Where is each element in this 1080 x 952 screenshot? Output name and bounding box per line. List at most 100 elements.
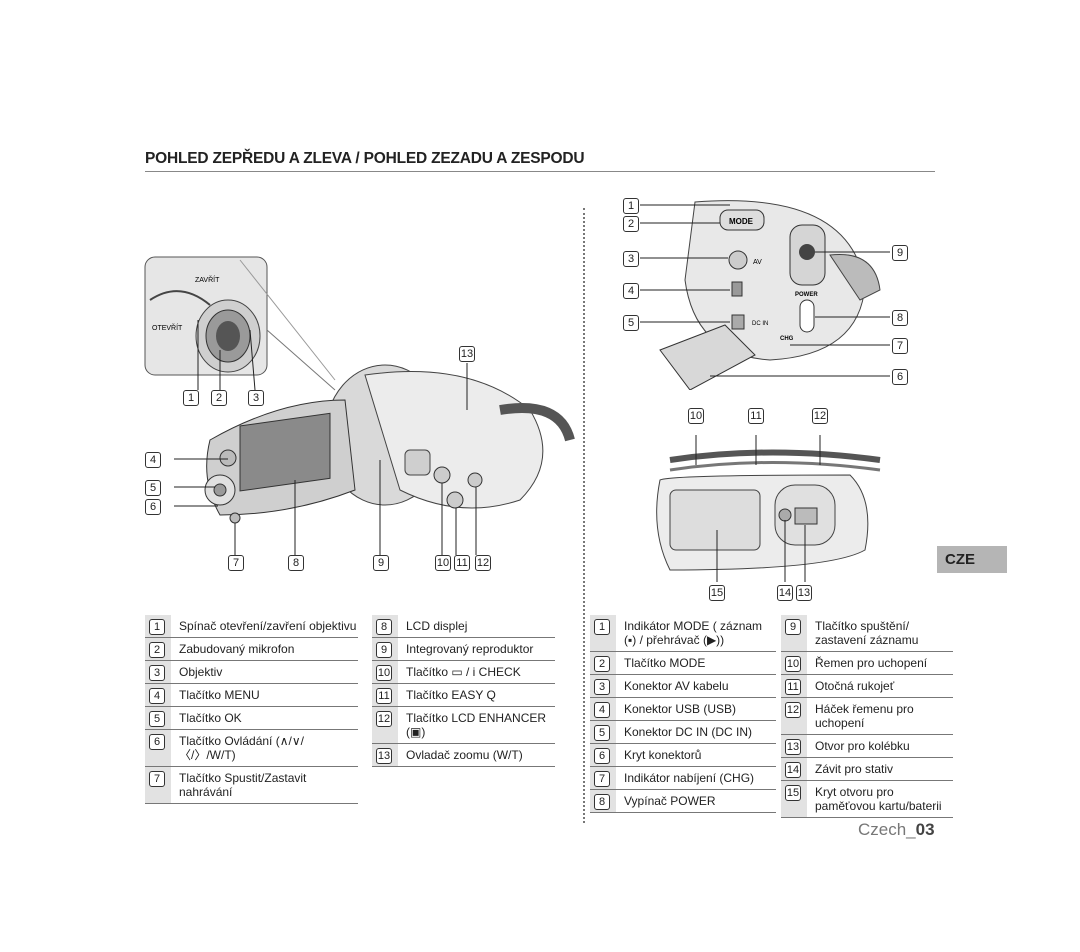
- legend-row: 8 LCD displej: [372, 615, 555, 638]
- legend-text: Tlačítko LCD ENHANCER (▣): [406, 711, 547, 739]
- legend-number: 1: [594, 619, 610, 635]
- legend-row: 5 Tlačítko OK: [145, 707, 358, 730]
- callout-r5: 5: [623, 315, 639, 331]
- legend-text: Ovladač zoomu (W/T): [406, 748, 523, 762]
- legend-text: Tlačítko Ovládání (∧/∨/〈/〉/W/T): [179, 734, 304, 762]
- camcorder-front-left-illustration: ZAVŘÍT OTEVŘÍT: [144, 256, 575, 555]
- legend-text: Indikátor nabíjení (CHG): [624, 771, 755, 785]
- mode-label: MODE: [729, 217, 754, 226]
- callout-4: 4: [145, 452, 161, 468]
- av-label: AV: [753, 259, 762, 266]
- legend-text: Indikátor MODE ( záznam (▪) / přehrávač …: [624, 619, 763, 647]
- legend-row: 4 Konektor USB (USB): [590, 698, 776, 721]
- callout-10: 10: [435, 555, 451, 571]
- inset-label-open: OTEVŘÍT: [152, 323, 183, 332]
- legend-table-right-b: 9 Tlačítko spuštění/ zastavení záznamu 10 Ř…: [781, 615, 953, 818]
- legend-row: 9 Integrovaný reproduktor: [372, 638, 555, 661]
- legend-row: 1 Indikátor MODE ( záznam (▪) / přehrávač…: [590, 615, 776, 652]
- legend-row: 9 Tlačítko spuštění/ zastavení záznamu: [781, 615, 953, 652]
- legend-text: Tlačítko OK: [179, 711, 242, 725]
- legend-number: 11: [785, 679, 801, 695]
- legend-text: Integrovaný reproduktor: [406, 642, 534, 656]
- callout-6: 6: [145, 499, 161, 515]
- callout-b10: 10: [688, 408, 704, 424]
- legend-row: 10 Řemen pro uchopení: [781, 652, 953, 675]
- callout-9: 9: [373, 555, 389, 571]
- footer-page-number: 03: [915, 820, 935, 839]
- legend-number: 4: [594, 702, 610, 718]
- legend-text: Tlačítko spuštění/ zastavení záznamu: [815, 619, 919, 647]
- page-title: POHLED ZEPŘEDU A ZLEVA / POHLED ZEZADU A…: [145, 150, 585, 167]
- callout-r3: 3: [623, 251, 639, 267]
- legend-row: 5 Konektor DC IN (DC IN): [590, 721, 776, 744]
- legend-text: Háček řemenu pro uchopení: [815, 702, 914, 730]
- legend-text: Tlačítko Spustit/Zastavit nahrávání: [179, 771, 307, 799]
- legend-number: 14: [785, 762, 801, 778]
- legend-number: 4: [149, 688, 165, 704]
- legend-text: Konektor USB (USB): [624, 702, 737, 716]
- legend-number: 2: [149, 642, 165, 658]
- callout-2: 2: [211, 390, 227, 406]
- legend-number: 2: [594, 656, 610, 672]
- legend-number: 3: [594, 679, 610, 695]
- legend-number: 12: [785, 702, 801, 718]
- callout-1: 1: [183, 390, 199, 406]
- callout-11: 11: [454, 555, 470, 571]
- legend-table-right-a: 1 Indikátor MODE ( záznam (▪) / přehrávač…: [590, 615, 776, 813]
- inset-label-close: ZAVŘÍT: [195, 275, 220, 284]
- legend-row: 1 Spínač otevření/zavření objektivu: [145, 615, 358, 638]
- legend-text: Kryt otvoru pro paměťovou kartu/baterii: [815, 785, 942, 813]
- legend-row: 2 Zabudovaný mikrofon: [145, 638, 358, 661]
- callout-8: 8: [288, 555, 304, 571]
- legend-number: 1: [149, 619, 165, 635]
- callout-b11: 11: [748, 408, 764, 424]
- legend-text: Otvor pro kolébku: [815, 739, 910, 753]
- callout-r1: 1: [623, 198, 639, 214]
- legend-text: Tlačítko MODE: [624, 656, 706, 670]
- callout-b15: 15: [709, 585, 725, 601]
- legend-text: Tlačítko EASY Q: [406, 688, 496, 702]
- chg-label: CHG: [780, 336, 794, 342]
- legend-number: 13: [376, 748, 392, 764]
- legend-number: 10: [376, 665, 392, 681]
- legend-number: 10: [785, 656, 801, 672]
- callout-3: 3: [248, 390, 264, 406]
- legend-number: 5: [594, 725, 610, 741]
- column-separator: [583, 208, 585, 823]
- legend-number: 9: [376, 642, 392, 658]
- legend-text: Tlačítko MENU: [179, 688, 260, 702]
- legend-number: 5: [149, 711, 165, 727]
- legend-number: 7: [594, 771, 610, 787]
- legend-text: Vypínač POWER: [624, 794, 716, 808]
- legend-row: 4 Tlačítko MENU: [145, 684, 358, 707]
- camcorder-bottom-illustration: [656, 435, 881, 582]
- callout-12: 12: [475, 555, 491, 571]
- dcin-label: DC IN: [752, 321, 768, 327]
- legend-number: 3: [149, 665, 165, 681]
- callout-r8: 8: [892, 310, 908, 326]
- legend-text: Zabudovaný mikrofon: [179, 642, 295, 656]
- footer-language: Czech_: [858, 820, 916, 839]
- legend-text: Závit pro stativ: [815, 762, 894, 776]
- legend-text: Spínač otevření/zavření objektivu: [179, 619, 357, 633]
- page-footer: Czech_03: [858, 820, 935, 840]
- callout-13: 13: [459, 346, 475, 362]
- legend-text: Řemen pro uchopení: [815, 656, 928, 670]
- camcorder-rear-illustration: MODE AV DC IN POWER CHG: [640, 200, 890, 390]
- legend-number: 7: [149, 771, 165, 787]
- legend-row: 14 Závit pro stativ: [781, 758, 953, 781]
- legend-text: Tlačítko ▭ / i CHECK: [406, 665, 521, 679]
- legend-text: Konektor DC IN (DC IN): [624, 725, 753, 739]
- legend-number: 9: [785, 619, 801, 635]
- legend-text: LCD displej: [406, 619, 468, 633]
- legend-number: 8: [376, 619, 392, 635]
- legend-row: 10 Tlačítko ▭ / i CHECK: [372, 661, 555, 684]
